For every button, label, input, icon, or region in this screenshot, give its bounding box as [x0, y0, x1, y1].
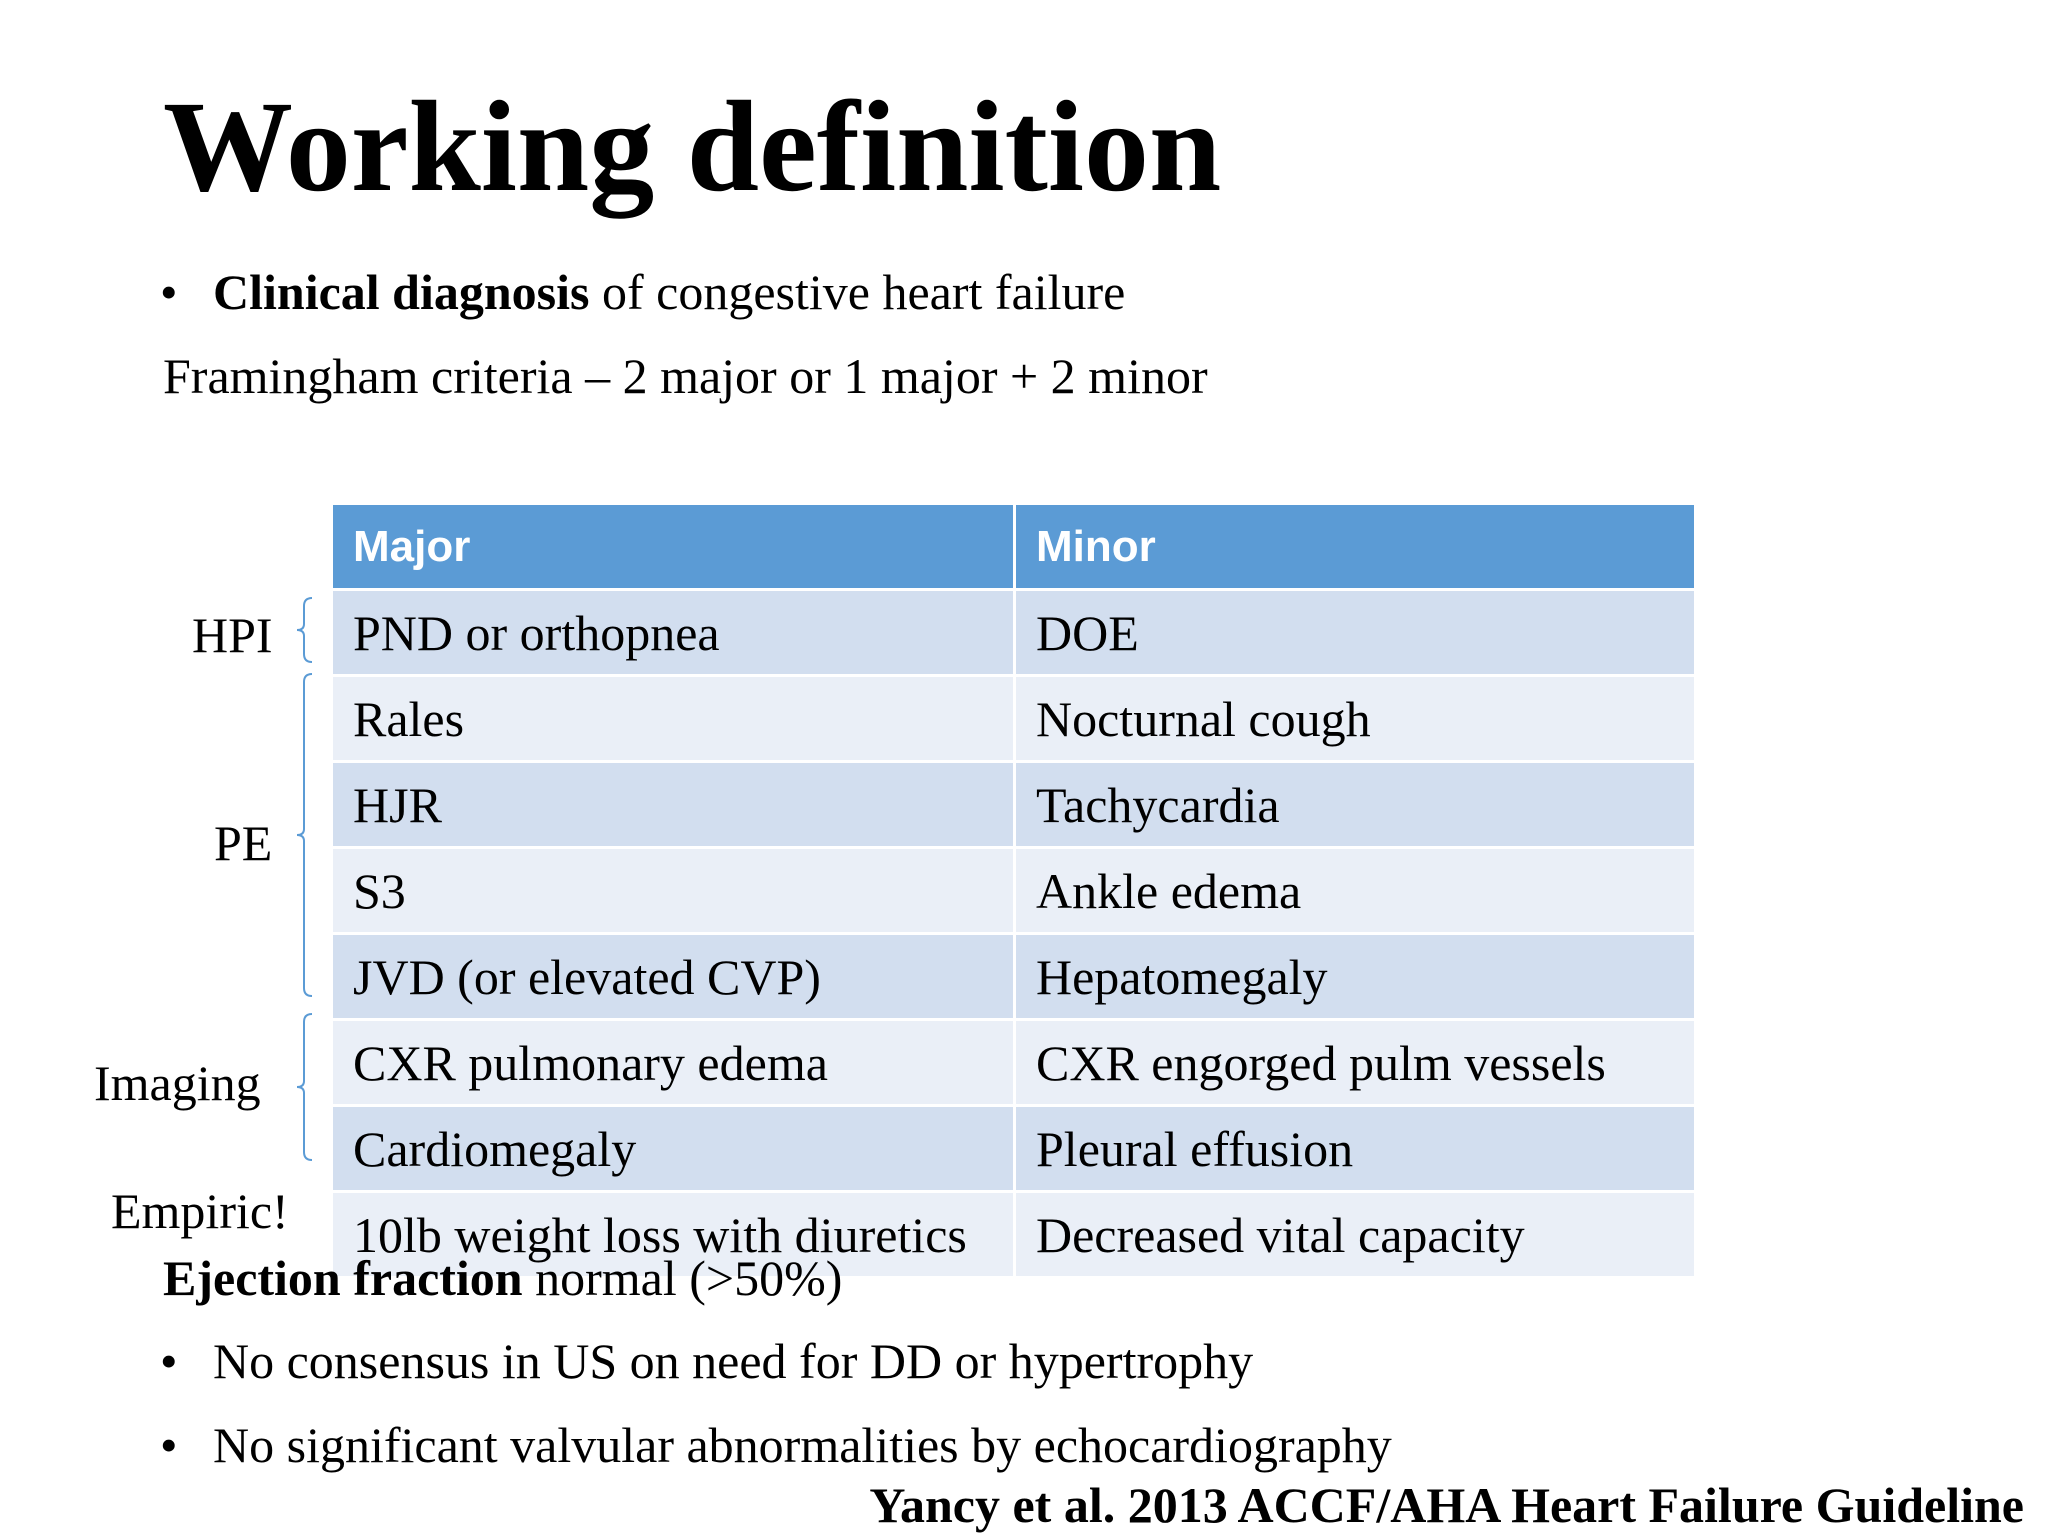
- minor-cell: Tachycardia: [1013, 760, 1697, 849]
- minor-cell: Hepatomegaly: [1013, 932, 1697, 1021]
- table-row: Rales Nocturnal cough: [330, 674, 1697, 763]
- bullet-dot: •: [160, 264, 178, 320]
- bullet-no-consensus: • No consensus in US on need for DD or hy…: [160, 1336, 1253, 1386]
- major-cell: Cardiomegaly: [330, 1104, 1016, 1193]
- ejection-bold-text: Ejection fraction: [163, 1250, 523, 1306]
- minor-cell: Ankle edema: [1013, 846, 1697, 935]
- bullet-text: No consensus in US on need for DD or hyp…: [213, 1333, 1254, 1389]
- table-header-row: Major Minor: [330, 502, 1697, 591]
- bullet-rest-text: of congestive heart failure: [589, 264, 1126, 320]
- bullet-dot: •: [160, 1417, 178, 1473]
- table-row: PND or orthopnea DOE: [330, 588, 1697, 677]
- table-row: Cardiomegaly Pleural effusion: [330, 1104, 1697, 1193]
- minor-cell: DOE: [1013, 588, 1697, 677]
- ejection-fraction-line: Ejection fraction normal (>50%): [163, 1253, 842, 1303]
- minor-cell: Pleural effusion: [1013, 1104, 1697, 1193]
- group-label-empiric: Empiric!: [111, 1183, 289, 1239]
- minor-cell: Decreased vital capacity: [1013, 1190, 1697, 1279]
- table-row: CXR pulmonary edema CXR engorged pulm ve…: [330, 1018, 1697, 1107]
- framingham-criteria-table: Major Minor PND or orthopnea DOE Rales N…: [330, 502, 1697, 1279]
- bullet-no-valvular: • No significant valvular abnormalities b…: [160, 1420, 1392, 1470]
- bullet-clinical-diagnosis: • Clinical diagnosis of congestive heart …: [160, 267, 1125, 317]
- group-label-pe: PE: [214, 815, 273, 871]
- group-label-hpi: HPI: [192, 607, 273, 663]
- header-major: Major: [330, 502, 1016, 591]
- header-minor: Minor: [1013, 502, 1697, 591]
- minor-cell: CXR engorged pulm vessels: [1013, 1018, 1697, 1107]
- major-cell: S3: [330, 846, 1016, 935]
- major-cell: Rales: [330, 674, 1016, 763]
- brace-hpi: [296, 596, 316, 664]
- citation: Yancy et al. 2013 ACCF/AHA Heart Failure…: [869, 1477, 2024, 1533]
- brace-imaging: [296, 1012, 316, 1162]
- table-row: S3 Ankle edema: [330, 846, 1697, 935]
- ejection-rest-text: normal (>50%): [522, 1250, 843, 1306]
- major-cell: 10lb weight loss with diuretics: [330, 1190, 1016, 1279]
- bullet-text: No significant valvular abnormalities by…: [213, 1417, 1392, 1473]
- major-cell: CXR pulmonary edema: [330, 1018, 1016, 1107]
- table-row: JVD (or elevated CVP) Hepatomegaly: [330, 932, 1697, 1021]
- slide-title: Working definition: [163, 75, 1222, 219]
- table-row: 10lb weight loss with diuretics Decrease…: [330, 1190, 1697, 1279]
- group-label-imaging: Imaging: [94, 1055, 261, 1111]
- minor-cell: Nocturnal cough: [1013, 674, 1697, 763]
- major-cell: PND or orthopnea: [330, 588, 1016, 677]
- brace-pe: [296, 672, 316, 998]
- major-cell: HJR: [330, 760, 1016, 849]
- bullet-dot: •: [160, 1333, 178, 1389]
- table-row: HJR Tachycardia: [330, 760, 1697, 849]
- bullet-bold-text: Clinical diagnosis: [213, 264, 590, 320]
- framingham-line: Framingham criteria – 2 major or 1 major…: [163, 348, 1208, 404]
- major-cell: JVD (or elevated CVP): [330, 932, 1016, 1021]
